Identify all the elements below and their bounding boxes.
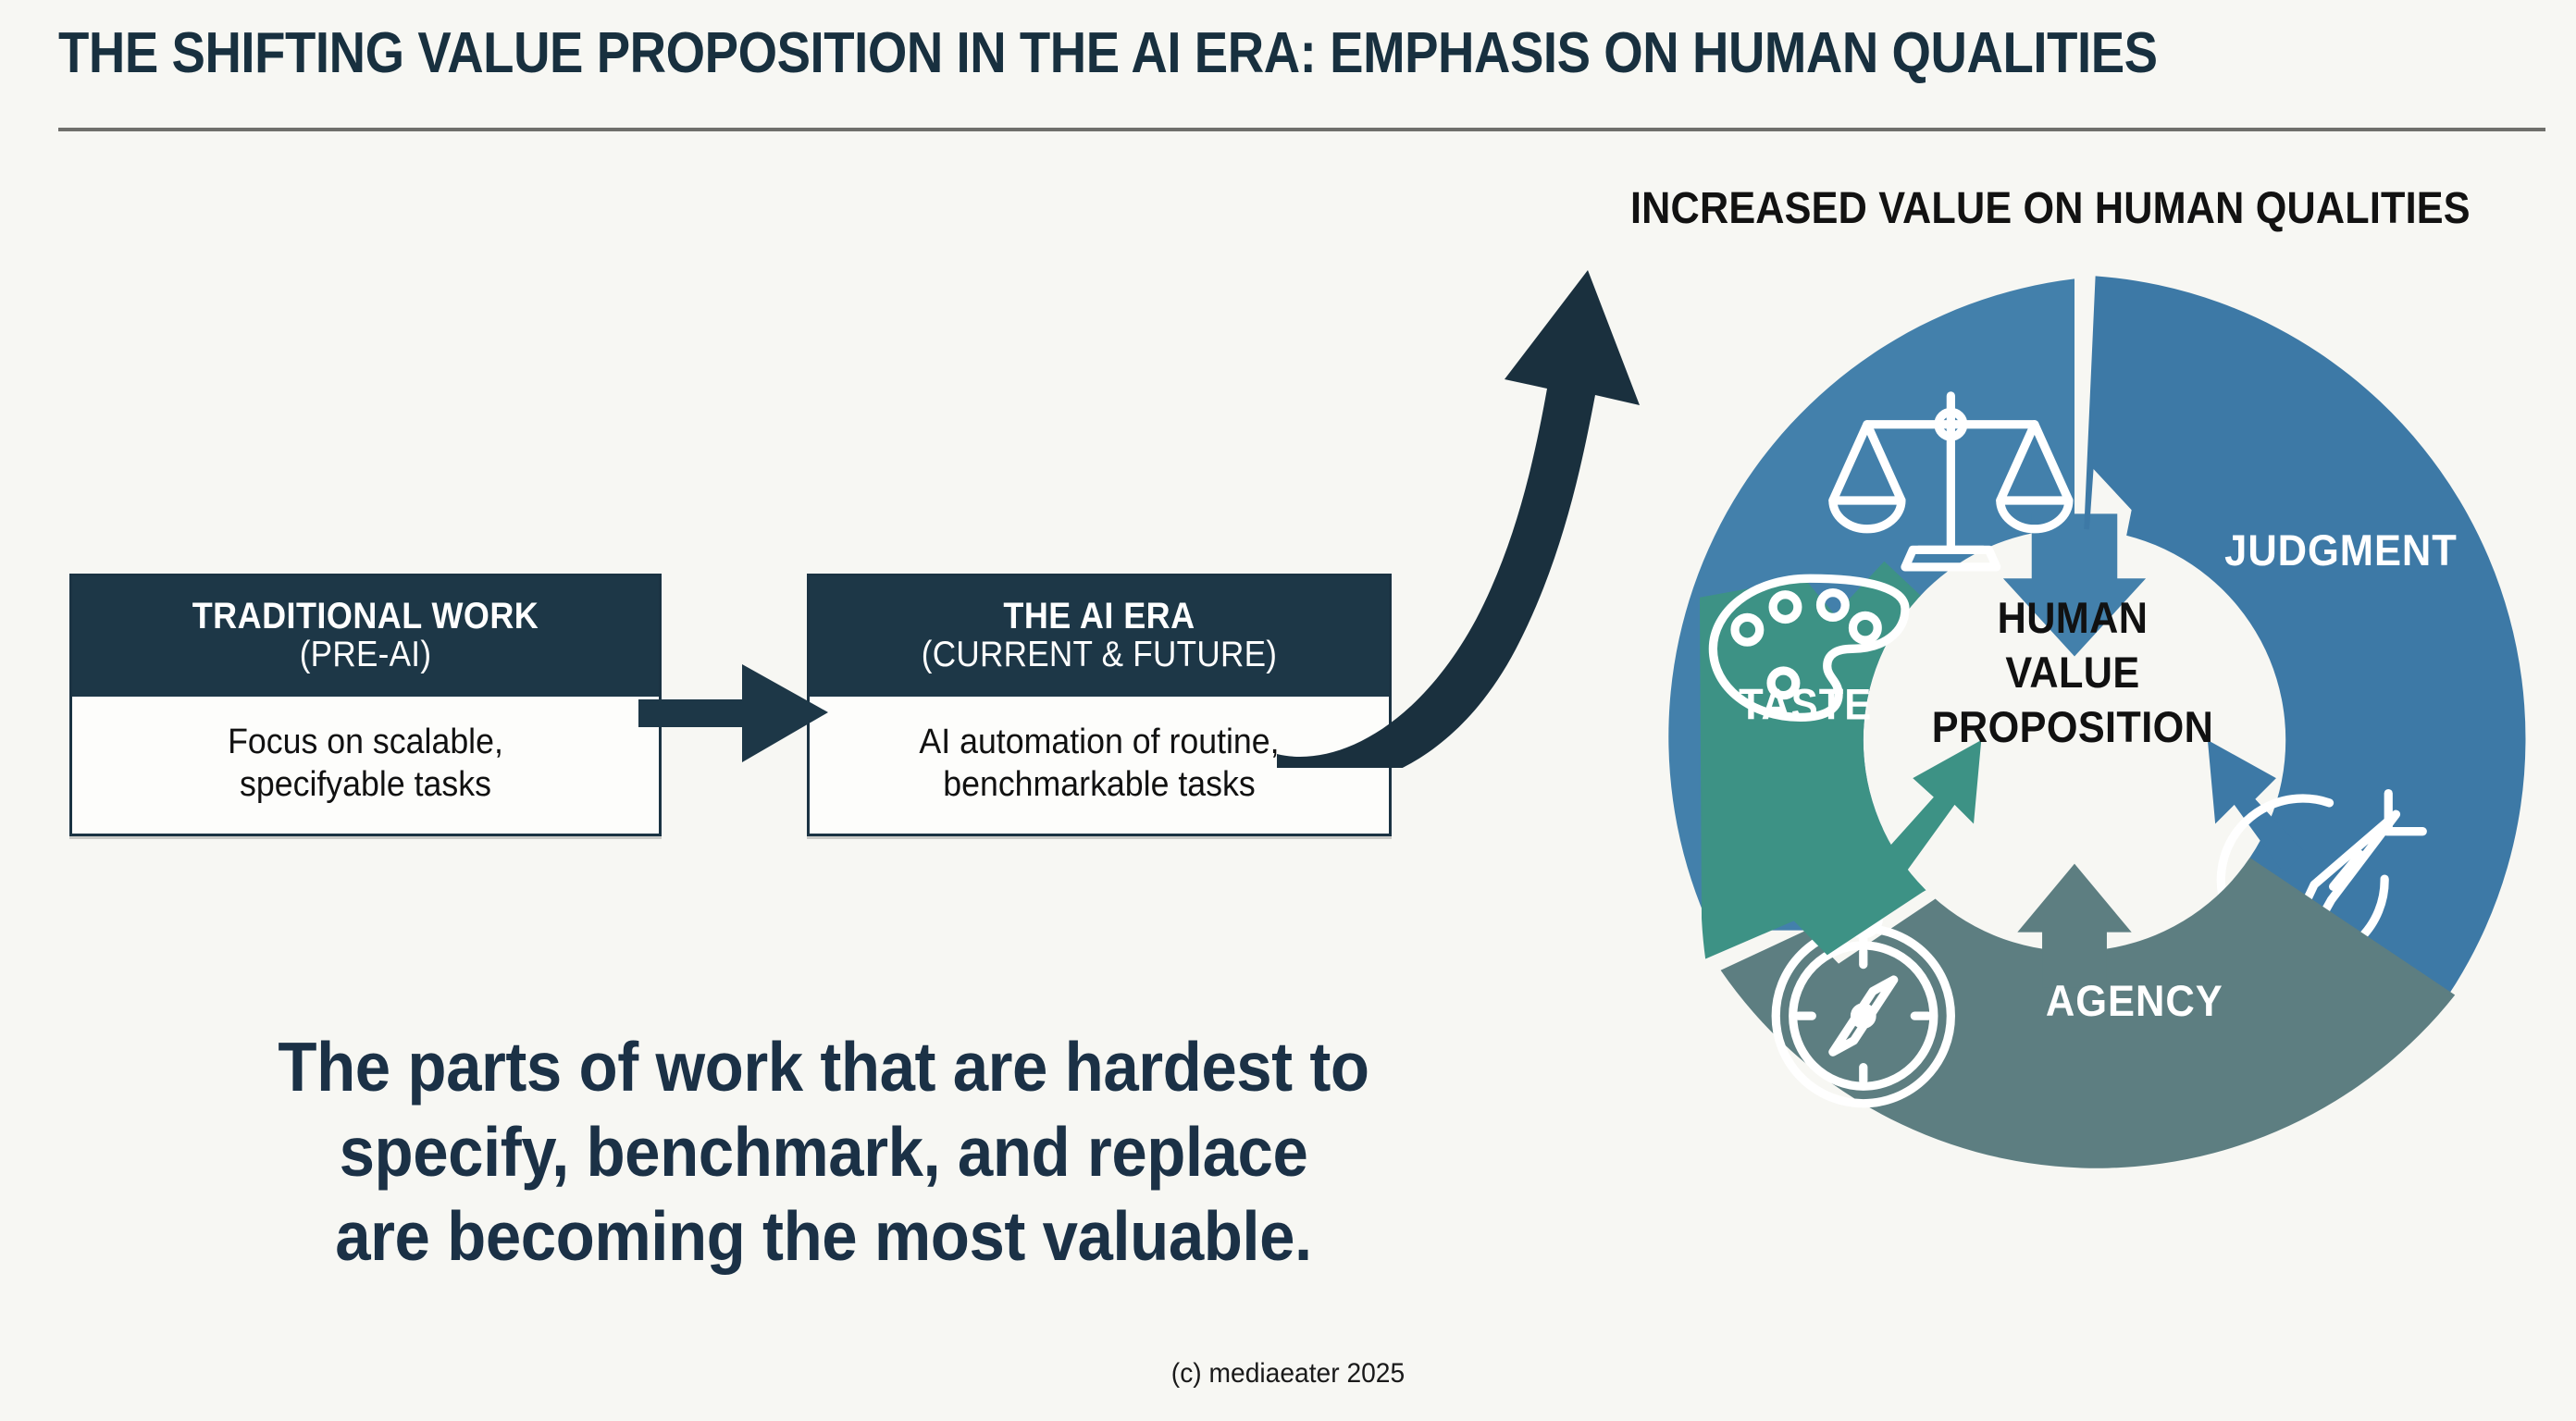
segment-label-agency: AGENCY — [2046, 976, 2223, 1025]
wheel-heading: INCREASED VALUE ON HUMAN QUALITIES — [1630, 184, 2471, 233]
segment-label-judgment: JUDGMENT — [2224, 525, 2458, 575]
wheel-segment-judgment[interactable]: JUDGMENT — [2074, 276, 2526, 1035]
tagline: The parts of work that are hardest to sp… — [56, 1025, 1591, 1279]
wheel-segment-taste[interactable]: TASTE — [1699, 561, 2074, 959]
tagline-line1: The parts of work that are hardest to — [278, 1028, 1369, 1106]
stage-box-header: THE AI ERA (CURRENT & FUTURE) — [810, 576, 1389, 697]
stage-box-header: TRADITIONAL WORK (PRE-AI) — [72, 576, 659, 697]
human-value-wheel: JUDGMENT AGENCY — [1668, 276, 2526, 1168]
stage-box-traditional-work: TRADITIONAL WORK (PRE-AI) Focus on scala… — [69, 574, 662, 837]
right-arrow-icon — [638, 664, 828, 762]
center-line1: HUMAN — [1997, 593, 2149, 642]
copyright-text: (c) mediaeater 2025 — [1170, 1358, 1406, 1389]
page-title: THE SHIFTING VALUE PROPOSITION IN THE AI… — [58, 21, 2158, 85]
center-line2: VALUE — [2005, 648, 2140, 698]
stage-body-line1: Focus on scalable, — [228, 722, 503, 761]
stage-subtitle: (CURRENT & FUTURE) — [921, 635, 1278, 675]
stage-box-body: AI automation of routine, benchmarkable … — [810, 696, 1389, 834]
tagline-line2: specify, benchmark, and replace — [339, 1112, 1308, 1191]
tagline-line3: are becoming the most valuable. — [335, 1197, 1312, 1275]
title-divider — [58, 128, 2545, 131]
stage-body-line1: AI automation of routine, — [919, 722, 1280, 761]
palette-icon — [1708, 574, 1910, 722]
center-line3: PROPOSITION — [1931, 702, 2214, 752]
copyright-notice: (c) mediaeater 2025 — [78, 1358, 2499, 1390]
stage-title: TRADITIONAL WORK — [192, 596, 539, 636]
scales-icon — [1828, 391, 2074, 572]
stage-title: THE AI ERA — [1003, 596, 1195, 636]
stage-body-line2: specifyable tasks — [239, 765, 492, 805]
wheel-segment-agency[interactable]: AGENCY — [1720, 740, 2456, 1168]
wheel-center-label: HUMAN VALUE PROPOSITION — [1804, 590, 2341, 755]
curved-up-right-arrow-icon — [1277, 270, 1640, 768]
stage-subtitle: (PRE-AI) — [299, 635, 432, 675]
stage-box-ai-era: THE AI ERA (CURRENT & FUTURE) AI automat… — [807, 574, 1392, 837]
stage-box-body: Focus on scalable, specifyable tasks — [72, 696, 659, 834]
stage-body-line2: benchmarkable tasks — [943, 765, 1256, 805]
